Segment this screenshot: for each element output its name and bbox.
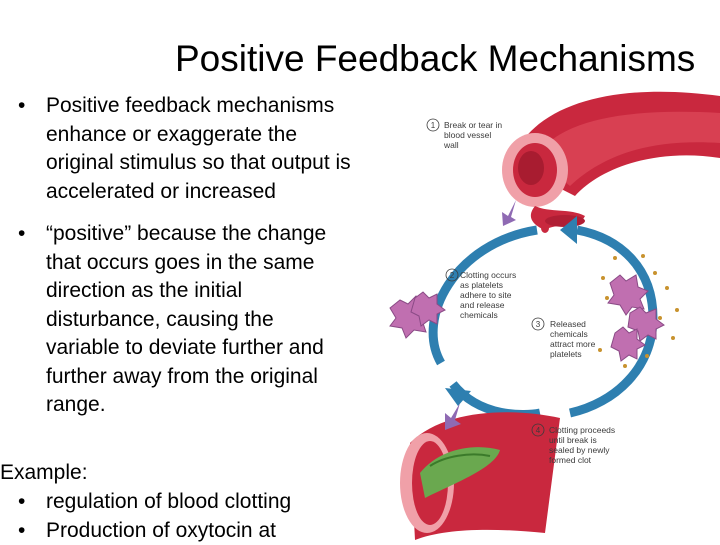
step-label-1: 1 Break or tear in blood vessel wall <box>426 118 502 150</box>
svg-text:and release: and release <box>460 300 505 310</box>
step-label-4: 4 Clotting proceeds until break is seale… <box>531 423 615 465</box>
svg-text:2: 2 <box>450 271 455 280</box>
svg-text:1: 1 <box>431 121 436 130</box>
bullet-list: Positive feedback mechanisms enhance or … <box>18 92 353 420</box>
svg-text:until break is: until break is <box>549 435 597 445</box>
svg-text:Released: Released <box>550 319 586 329</box>
down-arrow-icon <box>502 200 516 226</box>
svg-text:attract more: attract more <box>550 339 596 349</box>
bullet-item: “positive” because the change that occur… <box>18 220 353 420</box>
torn-vessel-illustration <box>502 91 720 233</box>
svg-text:chemicals: chemicals <box>460 310 498 320</box>
svg-text:sealed by newly: sealed by newly <box>549 445 610 455</box>
sealed-vessel-illustration <box>400 412 560 540</box>
feedback-cycle <box>428 225 658 420</box>
svg-text:3: 3 <box>536 320 541 329</box>
svg-text:Clotting occurs: Clotting occurs <box>460 270 516 280</box>
chemical-dots <box>598 254 679 368</box>
example-label: Example: <box>0 461 88 484</box>
slide-title: Positive Feedback Mechanisms <box>175 38 696 79</box>
svg-text:blood vessel: blood vessel <box>444 130 491 140</box>
svg-text:adhere to site: adhere to site <box>460 290 512 300</box>
svg-text:4: 4 <box>536 426 541 435</box>
example-item: Production of oxytocin at <box>0 516 360 545</box>
bullet-item: Positive feedback mechanisms enhance or … <box>18 92 353 206</box>
svg-text:Break or tear in: Break or tear in <box>444 120 502 130</box>
example-item: regulation of blood clotting <box>0 487 360 516</box>
down-arrow-icon <box>445 403 461 430</box>
svg-text:chemicals: chemicals <box>550 329 588 339</box>
svg-text:wall: wall <box>443 140 459 150</box>
svg-text:formed clot: formed clot <box>549 455 592 465</box>
cycle-arrow-icon <box>560 216 577 244</box>
svg-text:as platelets: as platelets <box>460 280 503 290</box>
step-label-3: 3 Released chemicals attract more platel… <box>531 317 596 359</box>
clotting-diagram: 1 Break or tear in blood vessel wall 2 C… <box>389 91 720 540</box>
platelet-cluster <box>389 274 665 362</box>
svg-text:Clotting proceeds: Clotting proceeds <box>549 425 615 435</box>
example-block: Example: regulation of blood clotting Pr… <box>0 458 360 545</box>
example-list: regulation of blood clotting Production … <box>0 487 360 545</box>
svg-text:platelets: platelets <box>550 349 582 359</box>
cycle-arrow-icon <box>445 388 471 406</box>
step-label-2: 2 Clotting occurs as platelets adhere to… <box>445 268 516 320</box>
